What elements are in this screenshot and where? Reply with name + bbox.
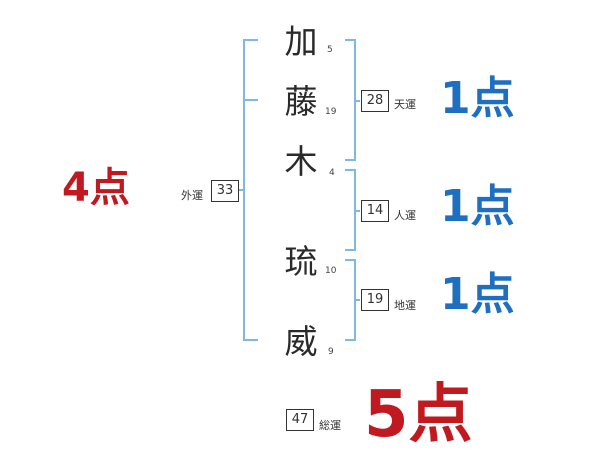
jinkaku-score: 1点 (440, 181, 515, 232)
soukaku-value-box: 47 (286, 409, 314, 431)
tenkaku-label: 天運 (394, 98, 416, 111)
tenkaku-score: 1点 (440, 73, 515, 124)
chikaku-value-box: 19 (361, 289, 389, 311)
name-char-1: 加 (284, 22, 318, 61)
soukaku-score: 5点 (364, 378, 473, 452)
gaikaku-bracket (243, 39, 258, 341)
chikaku-score: 1点 (440, 269, 515, 320)
tenkaku-bracket (345, 39, 356, 161)
jinkaku-label: 人運 (394, 209, 416, 222)
jinkaku-value-box: 14 (361, 200, 389, 222)
name-char-5: 威 (284, 322, 318, 361)
chikaku-bracket (345, 259, 356, 341)
name-char-4: 琉 (284, 242, 318, 281)
stroke-count-1: 5 (327, 45, 333, 55)
stroke-count-3: 4 (329, 168, 335, 178)
jinkaku-bracket (345, 169, 356, 251)
stroke-count-2: 19 (325, 107, 337, 117)
gaikaku-value-box: 33 (211, 180, 239, 202)
gaikaku-score: 4点 (62, 165, 130, 211)
tenkaku-value-box: 28 (361, 90, 389, 112)
stroke-count-4: 10 (325, 266, 337, 276)
name-char-3: 木 (284, 142, 318, 181)
chikaku-label: 地運 (394, 299, 416, 312)
stroke-count-5: 9 (328, 347, 334, 357)
soukaku-label: 総運 (319, 419, 341, 432)
gaikaku-label: 外運 (181, 189, 203, 202)
name-char-2: 藤 (284, 82, 318, 121)
